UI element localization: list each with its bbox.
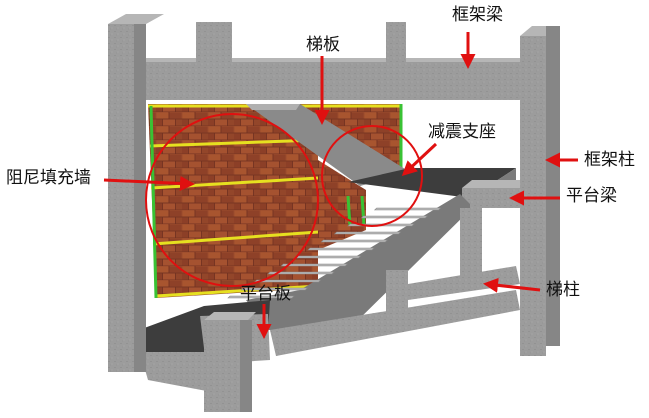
label-seismic-support: 减震支座 (428, 122, 496, 142)
stair-column (386, 270, 408, 312)
damping-infill-wall (148, 104, 318, 298)
arrow-stair-column (483, 277, 541, 293)
frame-column-upper (196, 22, 232, 66)
label-platform-beam: 平台梁 (566, 186, 617, 206)
label-frame-beam: 框架梁 (452, 5, 503, 25)
label-frame-column: 框架柱 (584, 150, 635, 170)
wall-band (155, 284, 319, 298)
arrow-damping-infill-wall (103, 175, 195, 191)
stair-step (253, 279, 322, 283)
frame-beam (120, 62, 540, 100)
platform-slab-front (140, 352, 212, 392)
stair-step (280, 263, 349, 267)
frame-column-side (546, 26, 560, 346)
stair-step (320, 239, 389, 243)
stair-step (360, 215, 429, 219)
label-stair-column: 梯柱 (546, 280, 580, 300)
wall-highlight-circle (145, 113, 319, 287)
stair-step (267, 271, 335, 275)
frame-column-left-top (108, 14, 164, 24)
stair-step (373, 207, 442, 211)
platform-beam-top (462, 180, 534, 188)
frame-column-left-side (134, 24, 146, 372)
stair-step (333, 231, 402, 235)
platform-beam (462, 188, 524, 208)
support-highlight-circle (321, 125, 423, 227)
frame-column-front-side (240, 320, 252, 412)
ground-beam-back (408, 266, 520, 300)
stair-step (227, 295, 295, 299)
stair-step (307, 247, 375, 251)
stair-column-right (460, 208, 482, 284)
stair-flight-lower (246, 194, 470, 330)
damping-infill-wall-right (318, 104, 402, 170)
wall-band (152, 230, 319, 246)
wall-band (149, 138, 319, 148)
wall-edge (149, 105, 158, 299)
stair-slab-upper (246, 104, 410, 186)
frame-column (520, 36, 546, 356)
arrow-seismic-support (401, 142, 438, 177)
stair-slab-upper-top (246, 104, 300, 110)
stair-step (293, 255, 362, 259)
wall-edge (360, 195, 366, 227)
ground-beam (270, 290, 520, 356)
frame-column-front-top (204, 312, 256, 320)
stair-step (240, 287, 309, 291)
label-platform-slab: 平台板 (240, 284, 291, 304)
wall-band (150, 176, 319, 190)
label-stair-slab: 梯板 (306, 35, 340, 55)
label-damping-infill-wall: 阻尼填充墙 (6, 168, 91, 188)
frame-column-upper-right (386, 22, 406, 66)
